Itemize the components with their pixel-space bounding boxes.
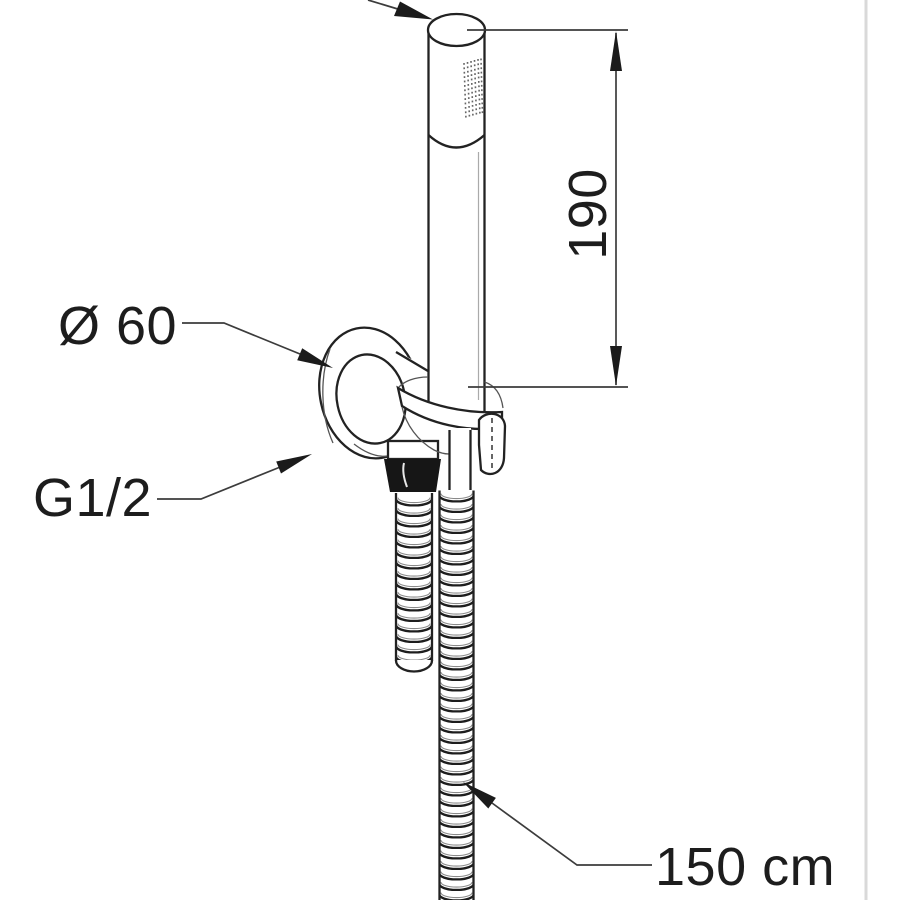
diameter-label-text: Ø 60	[58, 296, 177, 356]
holder-ring-back-right	[484, 381, 504, 409]
diameter-leader-arrow	[297, 348, 333, 368]
nut-highlight	[402, 462, 408, 488]
spray-face	[463, 58, 484, 121]
dimension-arrow-down	[610, 346, 622, 386]
shower-hose-lower-strand	[438, 490, 475, 900]
thread-leader-arrow	[276, 454, 312, 474]
nut-body	[384, 459, 441, 492]
escutcheon-rim-edge	[322, 348, 334, 444]
label-connection-thread: G1/2	[33, 454, 312, 528]
label-escutcheon-diameter: Ø 60	[58, 296, 333, 368]
dimension-190: 190	[467, 29, 628, 388]
holder-ring-back-left	[397, 376, 429, 389]
handshower-leader	[367, 0, 433, 20]
dimension-190-text: 190	[558, 168, 618, 260]
hose-bend-cap	[394, 660, 434, 673]
label-hose-length: 150 cm	[463, 782, 835, 897]
hose-connection-nut	[384, 439, 441, 492]
dimension-arrow-up	[610, 31, 622, 71]
wand-hose-connector	[449, 428, 471, 491]
thread-label-text: G1/2	[33, 468, 152, 528]
spray-head-seam	[427, 134, 486, 149]
hose-length-label-text: 150 cm	[655, 837, 835, 897]
shower-holder	[396, 376, 507, 491]
shower-hose-upper-strand	[394, 493, 434, 673]
holder-underside	[401, 406, 450, 455]
holder-clip	[477, 412, 507, 476]
hose-leader-arrow	[463, 782, 496, 809]
hand-shower-wand	[426, 12, 487, 418]
elbow-outlet-collar	[386, 439, 440, 461]
handshower-leader-arrow	[394, 1, 433, 20]
